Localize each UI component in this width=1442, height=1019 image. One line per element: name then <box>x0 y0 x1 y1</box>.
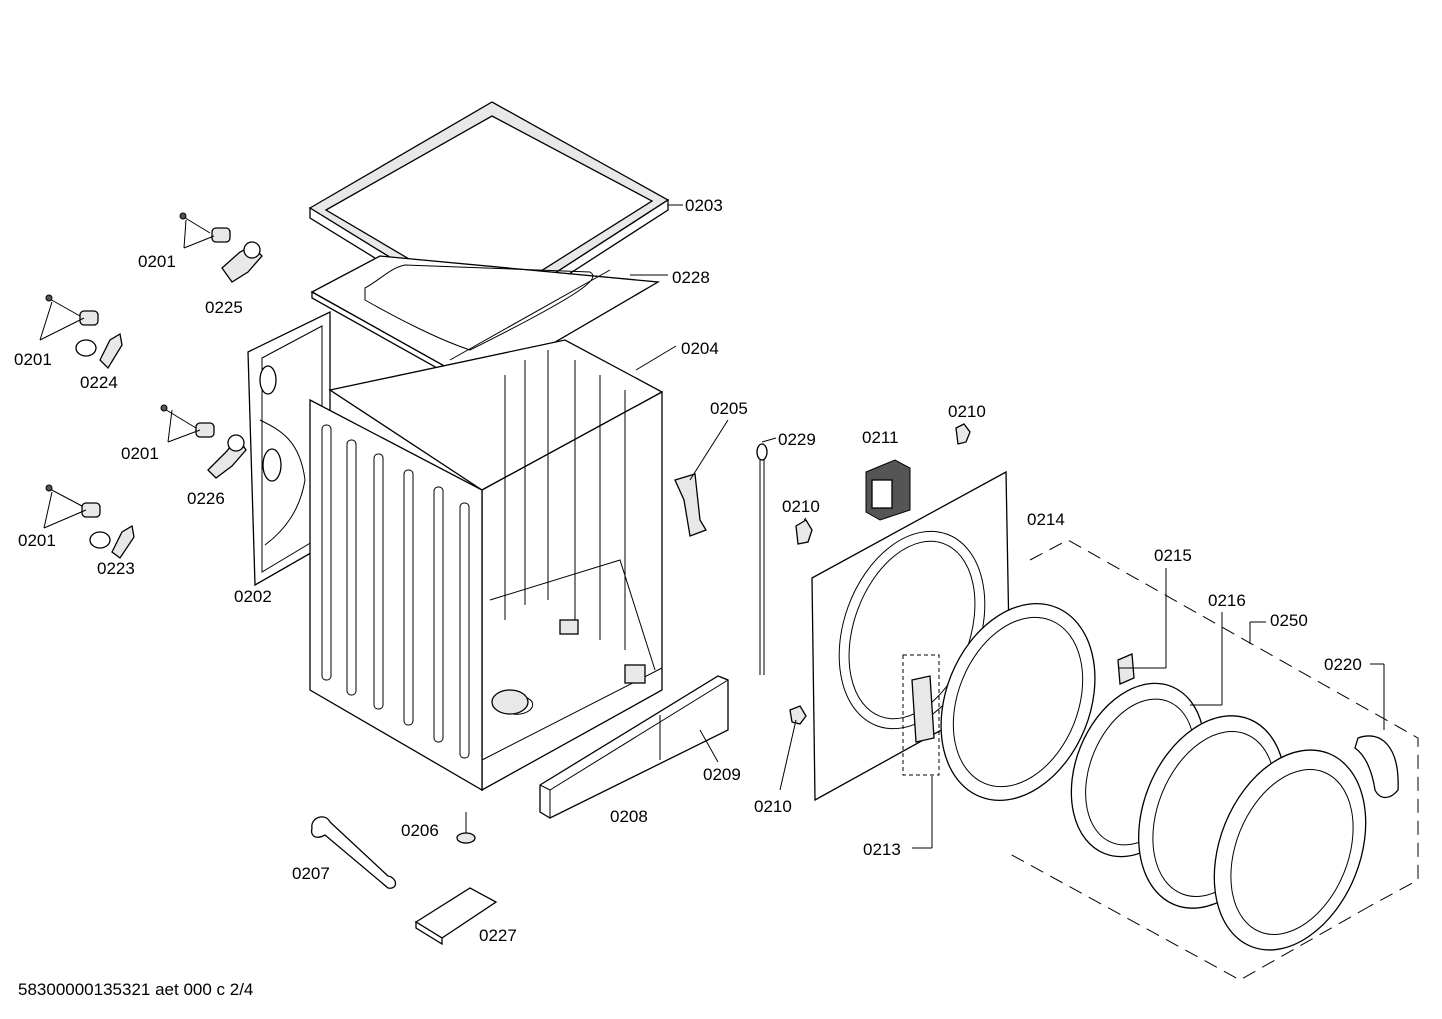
label-0201-d: 0201 <box>18 531 56 550</box>
label-0208: 0208 <box>610 807 648 826</box>
rear-fixing-parts <box>45 212 263 559</box>
label-0213: 0213 <box>863 840 901 859</box>
label-0228: 0228 <box>672 268 710 287</box>
leader-lines <box>39 204 1385 849</box>
label-0201-b: 0201 <box>14 350 52 369</box>
label-0204: 0204 <box>681 339 719 358</box>
part-labels: 0203 0228 0204 0205 0229 0211 0210 0210 … <box>14 196 1362 945</box>
plinth-parts <box>539 675 729 819</box>
label-0229: 0229 <box>778 430 816 449</box>
label-0210-mid: 0210 <box>782 497 820 516</box>
bracket-and-rod-parts <box>674 443 768 675</box>
accessory-parts <box>310 812 498 946</box>
label-0205: 0205 <box>710 399 748 418</box>
electronic-module-part <box>789 423 971 725</box>
label-0201-a: 0201 <box>138 252 176 271</box>
label-0210-bottom: 0210 <box>754 797 792 816</box>
label-0225: 0225 <box>205 298 243 317</box>
label-0203: 0203 <box>685 196 723 215</box>
label-0223: 0223 <box>97 559 135 578</box>
label-0224: 0224 <box>80 373 118 392</box>
label-0227: 0227 <box>479 926 517 945</box>
label-0206: 0206 <box>401 821 439 840</box>
label-0201-c: 0201 <box>121 444 159 463</box>
label-0209: 0209 <box>703 765 741 784</box>
door-hinge-part <box>1117 653 1135 685</box>
door-assembly-parts <box>940 539 1419 981</box>
label-0216: 0216 <box>1208 591 1246 610</box>
cabinet-part <box>309 339 664 792</box>
label-0250: 0250 <box>1270 611 1308 630</box>
label-0215: 0215 <box>1154 546 1192 565</box>
label-0202: 0202 <box>234 587 272 606</box>
label-0214: 0214 <box>1027 510 1065 529</box>
label-0226: 0226 <box>187 489 225 508</box>
label-0210-top: 0210 <box>948 402 986 421</box>
label-0220: 0220 <box>1324 655 1362 674</box>
label-0211: 0211 <box>862 428 899 447</box>
label-0207: 0207 <box>292 864 330 883</box>
drawing-reference-number: 58300000135321 aet 000 c 2/4 <box>18 980 254 999</box>
